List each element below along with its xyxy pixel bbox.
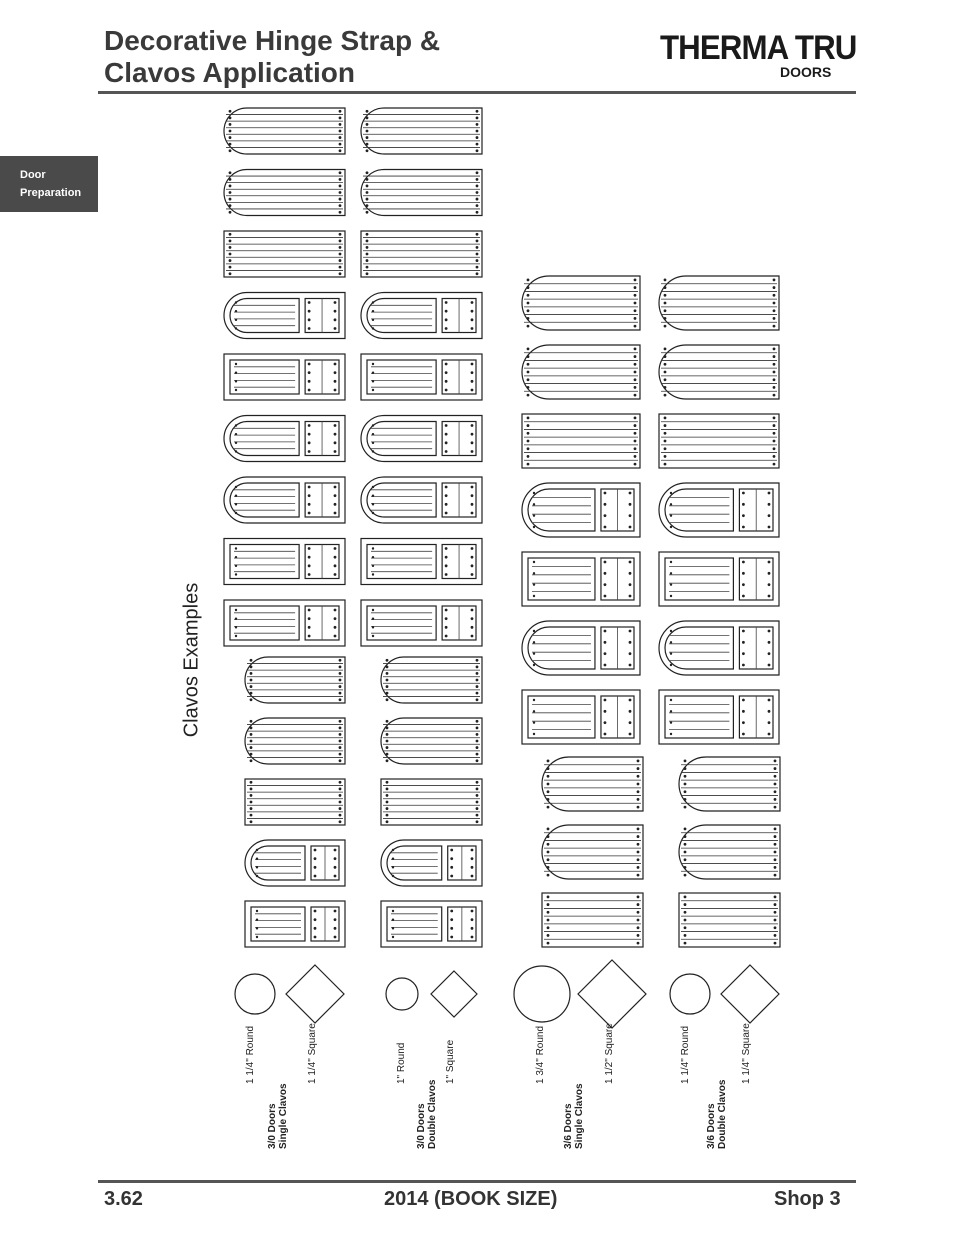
door-diagram-26	[380, 778, 483, 826]
round-size-label: 1 3/4" Round	[535, 1025, 546, 1084]
door-size-label: 3/0 Doors	[416, 1103, 427, 1149]
round-clavo-1	[234, 973, 276, 1015]
door-diagram-29	[521, 275, 641, 331]
square-clavo-3	[577, 959, 647, 1029]
logo-wordmark: THERMA TRU	[660, 29, 857, 67]
door-diagram-46	[678, 756, 781, 812]
square-clavo-1	[285, 964, 345, 1024]
door-diagram-37	[658, 344, 780, 400]
door-size-label: 3/6 Doors	[706, 1103, 717, 1149]
door-diagram-10	[360, 107, 483, 155]
door-diagram-48	[678, 892, 781, 948]
square-clavo-4	[720, 964, 780, 1024]
page-title: Decorative Hinge Strap & Clavos Applicat…	[104, 25, 440, 89]
square-size-label: 1" Square	[445, 1039, 456, 1084]
door-diagram-41	[658, 620, 780, 676]
door-diagram-33	[521, 551, 641, 607]
door-diagram-4	[223, 291, 346, 340]
door-diagram-31	[521, 413, 641, 469]
footer-rule	[98, 1180, 856, 1183]
door-diagram-23	[244, 900, 346, 948]
door-diagram-32	[521, 482, 641, 538]
door-diagram-8	[223, 537, 346, 586]
door-size-label: 3/6 Doors	[563, 1103, 574, 1149]
header-rule	[98, 91, 856, 94]
door-diagram-28	[380, 900, 483, 948]
door-diagram-39	[658, 482, 780, 538]
door-diagram-22	[244, 839, 346, 887]
door-diagram-34	[521, 620, 641, 676]
square-clavo-2	[430, 970, 478, 1018]
door-diagram-47	[678, 824, 781, 880]
door-diagram-9	[223, 599, 346, 647]
door-diagram-11	[360, 168, 483, 217]
door-diagram-19	[244, 656, 346, 704]
section-label: Shop 3	[774, 1188, 841, 1210]
door-diagram-36	[658, 275, 780, 331]
clavo-type-label: Double Clavos	[427, 1079, 438, 1149]
clavo-type-label: Double Clavos	[717, 1079, 728, 1149]
logo-subtext: DOORS	[780, 64, 832, 80]
clavo-type-label: Single Clavos	[574, 1083, 585, 1149]
title-line-2: Clavos Application	[104, 57, 356, 88]
title-line-1: Decorative Hinge Strap &	[104, 25, 441, 56]
door-diagram-45	[541, 892, 644, 948]
door-diagram-30	[521, 344, 641, 400]
door-diagram-27	[380, 839, 483, 887]
round-clavo-4	[669, 973, 711, 1015]
door-diagram-35	[521, 689, 641, 745]
door-diagram-1	[223, 107, 346, 155]
edition-label: 2014 (BOOK SIZE)	[384, 1188, 558, 1210]
round-size-label: 1 1/4" Round	[680, 1025, 691, 1084]
therma-tru-logo: THERMA TRU DOORS	[660, 29, 857, 82]
door-diagram-14	[360, 353, 483, 401]
door-diagram-40	[658, 551, 780, 607]
square-size-label: 1 1/2" Square	[604, 1023, 615, 1084]
door-size-label: 3/0 Doors	[267, 1103, 278, 1149]
door-diagram-43	[541, 756, 644, 812]
round-size-label: 1 1/4" Round	[245, 1025, 256, 1084]
door-diagram-18	[360, 599, 483, 647]
round-clavo-2	[385, 977, 419, 1011]
clavo-type-label: Single Clavos	[278, 1083, 289, 1149]
page-number: 3.62	[104, 1188, 143, 1210]
sidebar-tab-door-preparation[interactable]: Door Preparation	[0, 156, 98, 212]
round-size-label: 1" Round	[396, 1042, 407, 1084]
door-diagram-2	[223, 168, 346, 217]
door-diagram-16	[360, 476, 483, 524]
door-diagram-7	[223, 476, 346, 524]
door-diagram-25	[380, 717, 483, 765]
door-diagram-15	[360, 414, 483, 463]
door-diagram-6	[223, 414, 346, 463]
door-diagram-20	[244, 717, 346, 765]
door-diagram-21	[244, 778, 346, 826]
door-diagram-5	[223, 353, 346, 401]
door-diagram-13	[360, 291, 483, 340]
square-size-label: 1 1/4" Square	[307, 1023, 318, 1084]
door-diagram-3	[223, 230, 346, 278]
sidebar-tab-line-1: Door	[20, 169, 46, 181]
door-diagram-12	[360, 230, 483, 278]
door-diagram-17	[360, 537, 483, 586]
sidebar-tab-line-2: Preparation	[20, 187, 82, 199]
door-diagram-44	[541, 824, 644, 880]
door-diagram-38	[658, 413, 780, 469]
door-diagram-24	[380, 656, 483, 704]
square-size-label: 1 1/4" Square	[741, 1023, 752, 1084]
door-diagram-42	[658, 689, 780, 745]
round-clavo-3	[513, 965, 571, 1023]
